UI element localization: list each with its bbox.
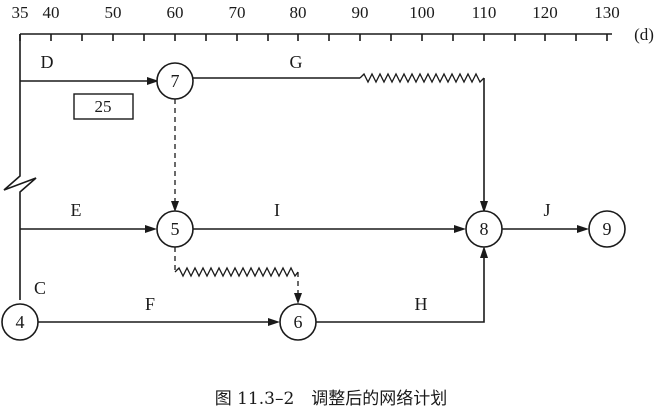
activity-label-J: J — [543, 200, 550, 220]
node-9-circle — [588, 210, 626, 248]
node-9: 9 — [588, 210, 626, 248]
arrowhead-E — [145, 225, 157, 233]
node-5: 5 — [156, 210, 194, 248]
node-8: 8 — [465, 210, 503, 248]
tick-label-60: 60 — [167, 3, 184, 22]
arrowhead-G — [480, 201, 488, 213]
time-scale-tick-marks — [19, 34, 608, 41]
tick-label-120: 120 — [532, 3, 558, 22]
node-7: 7 — [156, 62, 194, 100]
activity-label-D: D — [41, 52, 54, 72]
node-6: 6 — [279, 303, 317, 341]
tick-label-80: 80 — [290, 3, 307, 22]
node-5-label: 5 — [171, 219, 180, 239]
activity-label-I: I — [274, 200, 280, 220]
left-vertical-line-with-break — [3, 34, 37, 300]
dummy-arrow-5-6-free-float-wavy — [174, 266, 299, 278]
arrowhead-I — [454, 225, 466, 233]
tick-label-90: 90 — [352, 3, 369, 22]
activity-label-H: H — [415, 294, 428, 314]
node-4-label: 4 — [16, 312, 25, 332]
tick-label-110: 110 — [472, 3, 497, 22]
activity-label-G: G — [290, 52, 303, 72]
arrowhead-dummy-7-5 — [171, 201, 179, 212]
tick-label-100: 100 — [409, 3, 435, 22]
node-7-circle — [156, 62, 194, 100]
arrowhead-J — [577, 225, 589, 233]
node-7-label: 7 — [171, 71, 180, 91]
arrowhead-F — [268, 318, 280, 326]
node-4: 4 — [1, 303, 39, 341]
arrowhead-H — [480, 246, 488, 258]
figure-caption: 图 11.3–2 调整后的网络计划 — [215, 389, 448, 409]
value-box-label: 25 — [95, 97, 112, 116]
node-6-circle — [279, 303, 317, 341]
node-8-circle — [465, 210, 503, 248]
value-box — [73, 93, 134, 120]
tick-label-130: 130 — [594, 3, 620, 22]
time-scale-labels: 35 40 50 60 70 80 90 100 110 120 130 — [12, 3, 620, 22]
activity-label-F: F — [145, 294, 155, 314]
node-5-circle — [156, 210, 194, 248]
tick-label-50: 50 — [105, 3, 122, 22]
tick-label-70: 70 — [229, 3, 246, 22]
activity-label-C: C — [34, 278, 46, 298]
tick-label-40: 40 — [43, 3, 60, 22]
arrow-H — [316, 253, 485, 323]
tick-label-35: 35 — [12, 3, 29, 22]
node-6-label: 6 — [294, 312, 303, 332]
node-4-circle — [1, 303, 39, 341]
node-9-label: 9 — [603, 219, 612, 239]
arrowhead-dummy-5-6 — [294, 293, 302, 304]
activity-label-E: E — [71, 200, 82, 220]
node-8-label: 8 — [480, 219, 489, 239]
time-unit-label: (d) — [634, 25, 654, 44]
arrowhead-D — [147, 77, 159, 85]
arrow-G-free-float-wavy — [359, 72, 485, 84]
